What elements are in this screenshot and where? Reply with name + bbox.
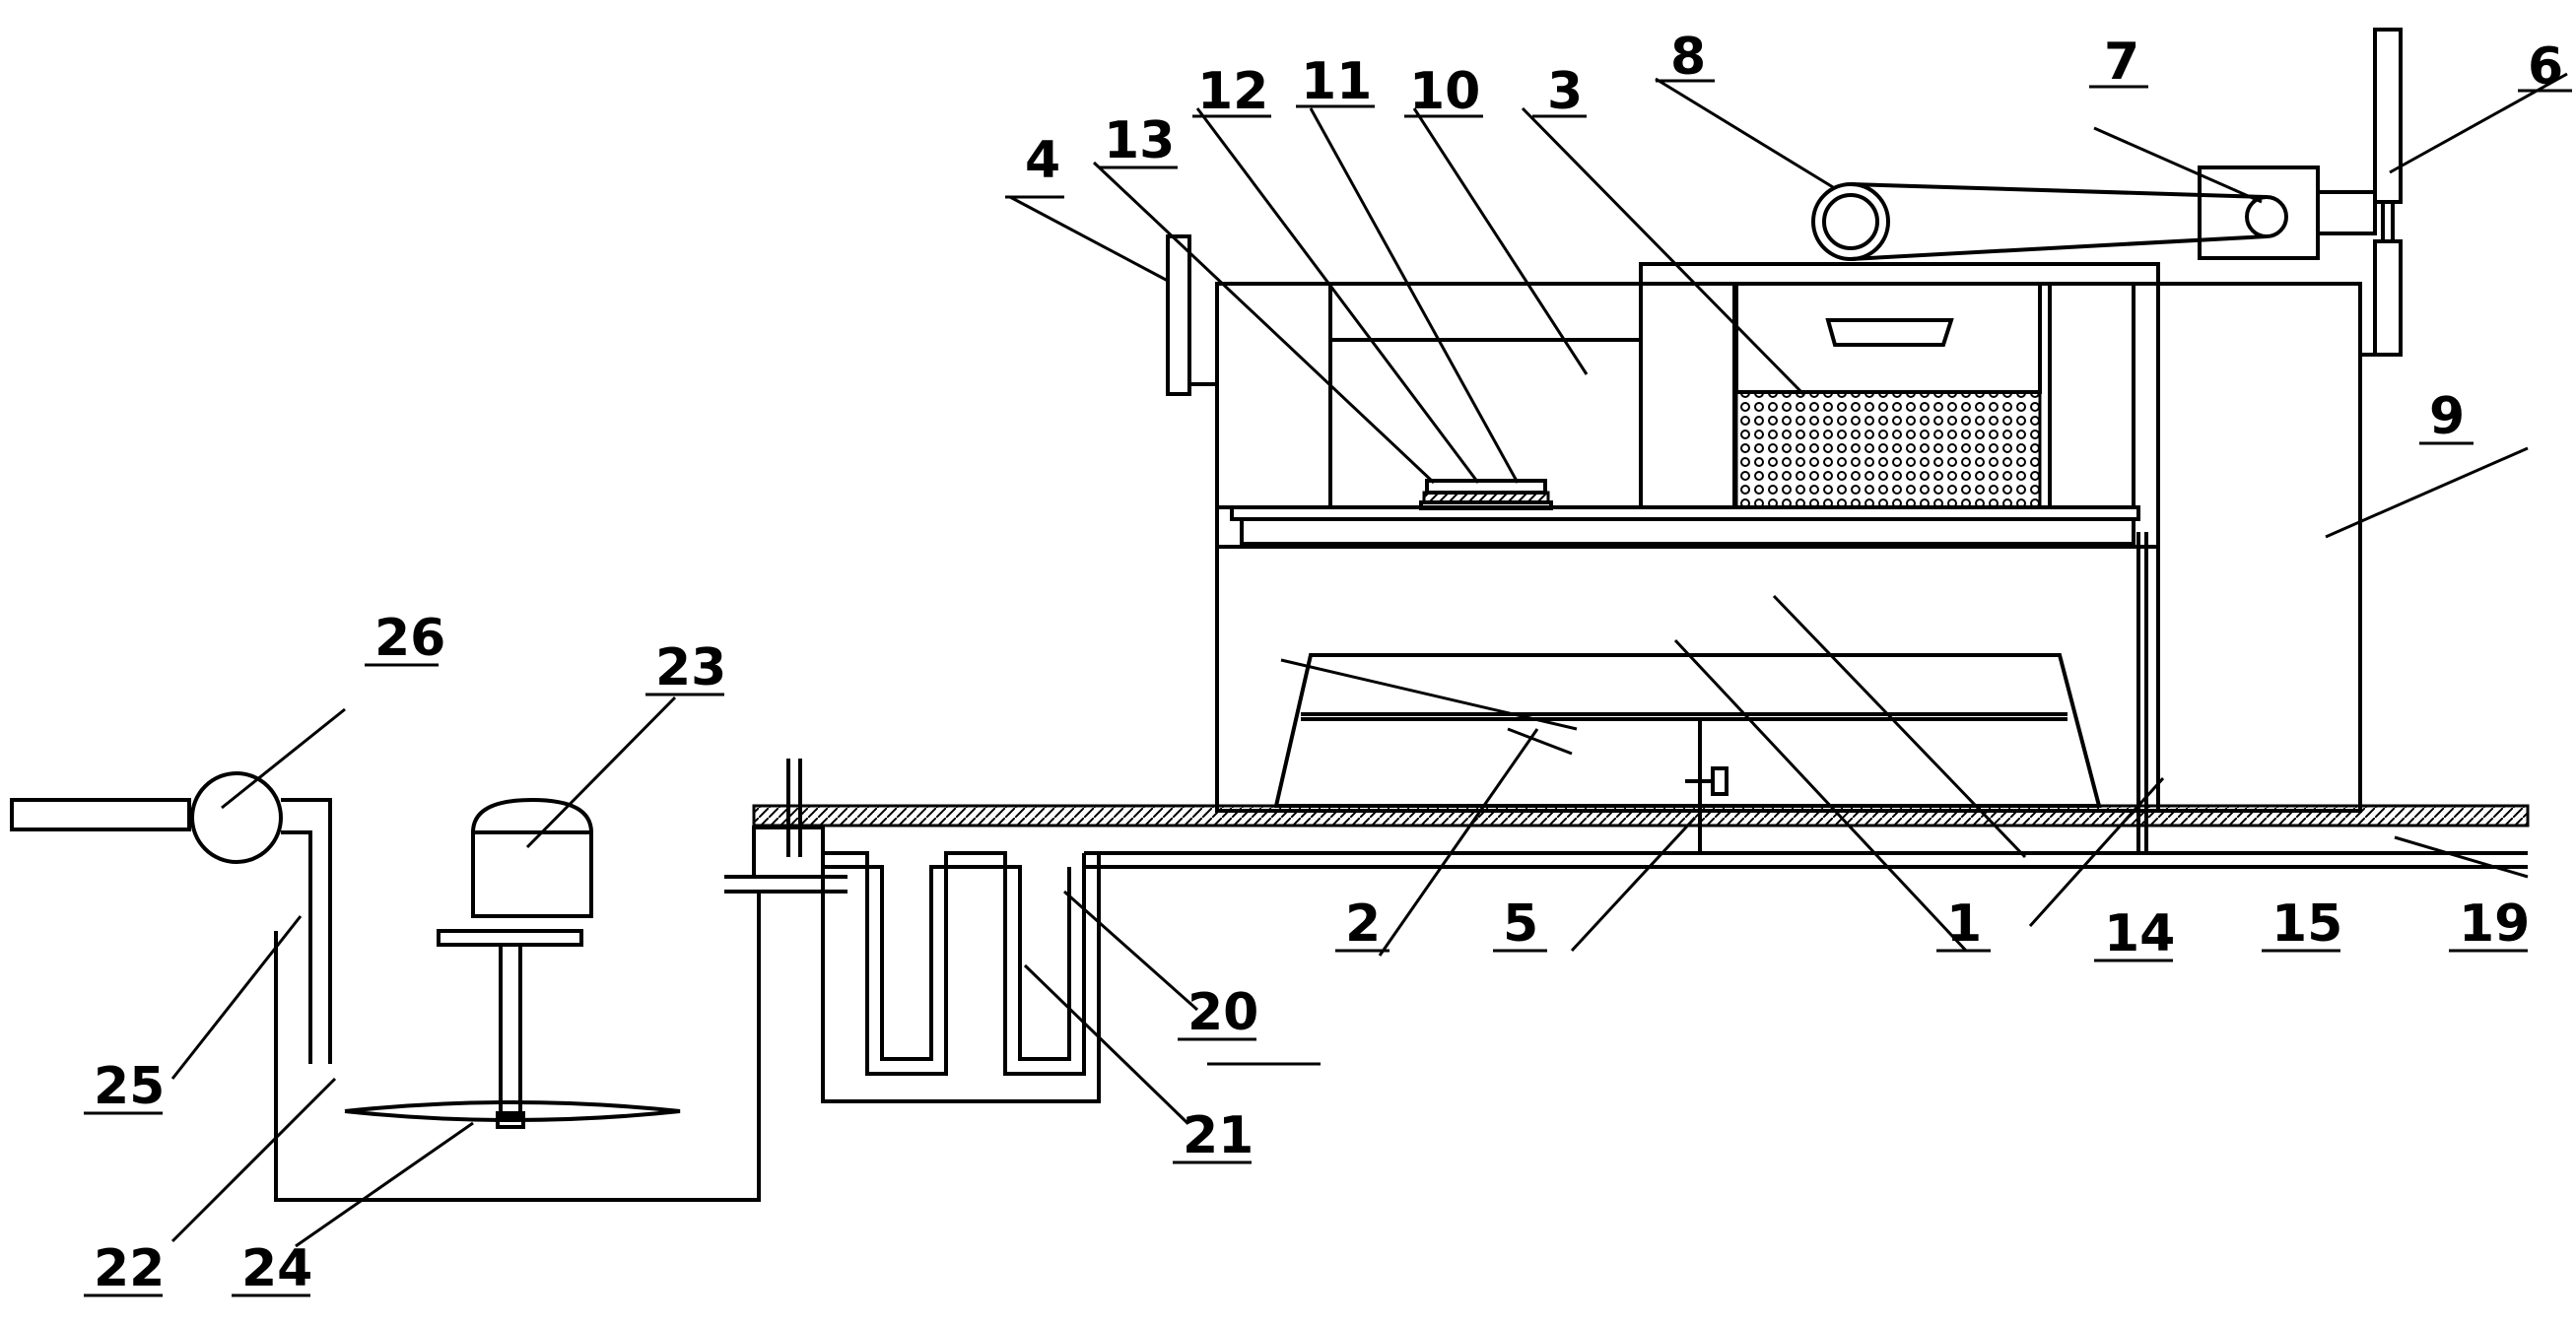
label-23: 23: [655, 638, 726, 697]
pump: [10, 771, 332, 1064]
label-9: 9: [2429, 387, 2465, 446]
main-cabinet: [1215, 262, 2362, 813]
label-3: 3: [1547, 62, 1583, 121]
tank: [274, 892, 761, 1202]
label-15: 15: [2271, 894, 2342, 954]
drain-pipe: [2136, 532, 2148, 853]
label-12: 12: [1197, 62, 1268, 121]
handle-bracket: [1166, 234, 1217, 396]
valve: [1685, 719, 1729, 853]
leader-lines: [170, 72, 2568, 1248]
label-13: 13: [1104, 111, 1175, 170]
label-6: 6: [2528, 37, 2563, 97]
ground-slab: [752, 804, 2530, 869]
label-19: 19: [2459, 894, 2530, 954]
label-14: 14: [2104, 904, 2175, 963]
label-8: 8: [1670, 28, 1706, 87]
label-7: 7: [2104, 33, 2139, 92]
tray-platform: [1230, 505, 2140, 546]
label-1: 1: [1946, 894, 1982, 954]
drive-assembly: [1811, 28, 2403, 357]
base-frustum: [1273, 653, 2102, 808]
label-24: 24: [241, 1239, 312, 1298]
label-underlines: [84, 79, 2572, 1297]
label-26: 26: [374, 609, 445, 668]
label-11: 11: [1301, 52, 1372, 111]
label-10: 10: [1409, 62, 1480, 121]
label-25: 25: [94, 1057, 165, 1116]
sensor-stack: [1419, 479, 1553, 510]
label-20: 20: [1187, 983, 1258, 1042]
part-labels: 4 13 12 11 10 3 8 7 6 9 26 23 2 5 1 14 1…: [94, 28, 2563, 1298]
u-trap: [724, 759, 1101, 1103]
label-2: 2: [1345, 894, 1381, 954]
label-21: 21: [1183, 1106, 1254, 1165]
stirrer: [344, 797, 681, 1129]
label-5: 5: [1503, 894, 1538, 954]
label-4: 4: [1025, 131, 1060, 190]
label-22: 22: [94, 1239, 165, 1298]
